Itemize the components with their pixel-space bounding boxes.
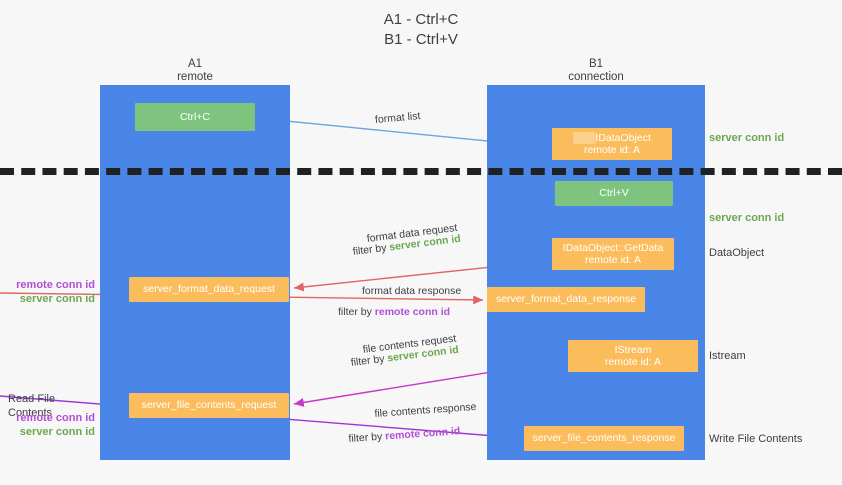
filter-prefix-3: filter by: [350, 352, 389, 369]
filter-prefix-2: filter by: [338, 306, 375, 318]
label-format-data-response-filter: filter by remote conn id: [338, 305, 450, 320]
label-server-conn-id-second: server conn id: [709, 212, 785, 224]
label-istream: Istream: [709, 350, 746, 362]
box-idataobject[interactable]: ▒▒▒IDataObject remote id: A: [552, 128, 672, 160]
column-b1-role: connection: [568, 71, 624, 83]
box-istream[interactable]: IStream remote id: A: [568, 340, 698, 372]
box-istream-line1: IStream: [614, 343, 652, 356]
box-server-format-data-response[interactable]: server_format_data_response: [487, 287, 645, 312]
box-server-format-data-request[interactable]: server_format_data_request: [129, 277, 289, 302]
label-server-conn-id-top: server conn id: [709, 132, 785, 144]
label-remote-conn-id-1: remote conn id: [16, 279, 95, 291]
label-read-file-contents: Read File Contents: [8, 393, 56, 419]
column-header-a1: A1 remote: [100, 58, 290, 84]
page-title: A1 - Ctrl+C B1 - Ctrl+V: [0, 10, 842, 50]
phase-divider: [0, 168, 842, 175]
box-idataobject-getdata[interactable]: IDataObject::GetData remote id: A: [552, 238, 674, 270]
label-remote-conn-id-2: remote conn id: [16, 412, 95, 424]
column-a1-role: remote: [177, 71, 213, 83]
filter-prefix-1: filter by: [352, 241, 391, 258]
label-conn-ids-file: remote conn id server conn id: [10, 411, 95, 439]
column-a1-name: A1: [187, 58, 203, 70]
label-format-data-response: format data response: [362, 285, 462, 297]
filter-id-remote-2: remote conn id: [384, 425, 461, 443]
box-idataobject-line2: remote id: A: [583, 144, 640, 156]
title-line-1: A1 - Ctrl+C: [383, 11, 459, 28]
box-getdata-line1: IDataObject::GetData: [562, 241, 664, 254]
box-getdata-line2: remote id: A: [584, 254, 641, 266]
title-line-2: B1 - Ctrl+V: [384, 31, 458, 48]
column-header-b1: B1 connection: [487, 58, 705, 84]
box-server-file-contents-response[interactable]: server_file_contents_response: [524, 426, 684, 451]
filter-prefix-4: filter by: [348, 430, 386, 445]
label-server-conn-id-2: server conn id: [19, 426, 95, 438]
box-idataobject-line1: ▒▒▒IDataObject: [573, 131, 651, 144]
filter-id-remote-1: remote conn id: [374, 306, 451, 318]
label-server-conn-id-1: server conn id: [19, 293, 95, 305]
label-conn-ids-format: remote conn id server conn id: [10, 278, 95, 306]
label-dataobject: DataObject: [709, 247, 765, 259]
column-b1-name: B1: [588, 58, 604, 70]
box-server-file-contents-request[interactable]: server_file_contents_request: [129, 393, 289, 418]
box-ctrl-c[interactable]: Ctrl+C: [135, 103, 255, 131]
label-write-file-contents: Write File Contents: [709, 433, 803, 445]
box-ctrl-v[interactable]: Ctrl+V: [555, 181, 673, 206]
box-istream-line2: remote id: A: [604, 356, 662, 368]
